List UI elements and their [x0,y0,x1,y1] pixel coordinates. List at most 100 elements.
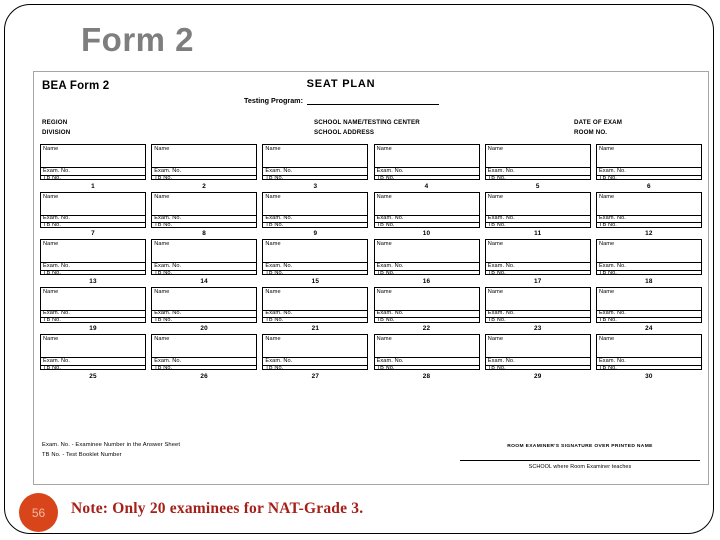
signature-line[interactable] [460,460,700,461]
seat-number: 10 [422,230,431,237]
seat-number: 30 [645,372,653,380]
seat-tb-no-label: TB No. [487,222,506,228]
seat-divider [263,364,368,366]
seat-exam-no-label: Exam. No. [598,262,626,269]
seat-exam-no-label: Exam. No. [487,262,515,269]
seat-divider [41,309,145,311]
seat-name-label: Name [598,241,615,247]
seat-name-label: Name [598,146,615,152]
seat-divider [485,262,590,263]
seat-name-label: Name [376,336,392,342]
seat-divider [152,214,257,216]
seat-number: 24 [645,325,653,332]
seat-divider [596,357,701,358]
slide-number-badge: 56 [19,493,58,532]
seat-exam-no-label: Exam. No. [265,262,293,269]
seat-divider [596,174,701,176]
seat-name-label: Name [487,146,504,152]
seat-tb-no-label: TB No. [598,317,617,323]
seat-name-label: Name [265,193,281,200]
page-title: Form 2 [81,21,195,58]
seat-tb-no-label: TB No. [154,222,173,228]
seat-name-label: Name [154,241,170,247]
seat-tb-no-label: TB No. [43,174,62,181]
seat-divider [374,214,479,216]
meta-label-school-address: SCHOOL ADDRESS [314,129,375,137]
seat-divider [41,174,145,176]
seat-exam-no-label: Exam. No. [598,310,626,316]
seat-exam-no-label: Exam. No. [43,167,71,174]
legend-tb-no: TB No. - Test Booklet Number [42,452,122,459]
seat-tb-no-label: TB No. [598,174,617,181]
seat-divider [374,364,479,366]
seat-name-label: Name [598,336,615,342]
seat-exam-no-label: Exam. No. [43,310,71,316]
seat-divider [485,222,590,223]
seat-tb-no-label: TB No. [598,269,617,276]
testing-program-field: Testing Program: [244,96,439,105]
seat-divider [374,167,479,168]
meta-label-date-of-exam: DATE OF EXAM [574,119,623,126]
meta-label-division: DIVISION [42,129,71,137]
seat-exam-no-label: Exam. No. [154,262,182,269]
seat-number: 20 [200,325,208,332]
testing-program-input[interactable] [306,97,439,105]
seat-divider [263,174,368,176]
seat-tb-no-label: TB No. [43,222,62,228]
legend: Exam. No. - Examinee Number in the Answe… [42,440,180,460]
seat-exam-no-label: Exam. No. [598,215,626,221]
seat-name-label: Name [265,146,281,152]
seat-divider [263,317,368,318]
seat-number: 3 [313,182,318,190]
seat-number: 27 [311,372,320,380]
seat-tb-no-label: TB No. [265,317,284,323]
seat-number: 12 [645,230,653,237]
seat-tb-no-label: TB No. [43,269,62,276]
seat-divider [596,317,701,318]
seat-exam-no-label: Exam. No. [154,215,182,221]
